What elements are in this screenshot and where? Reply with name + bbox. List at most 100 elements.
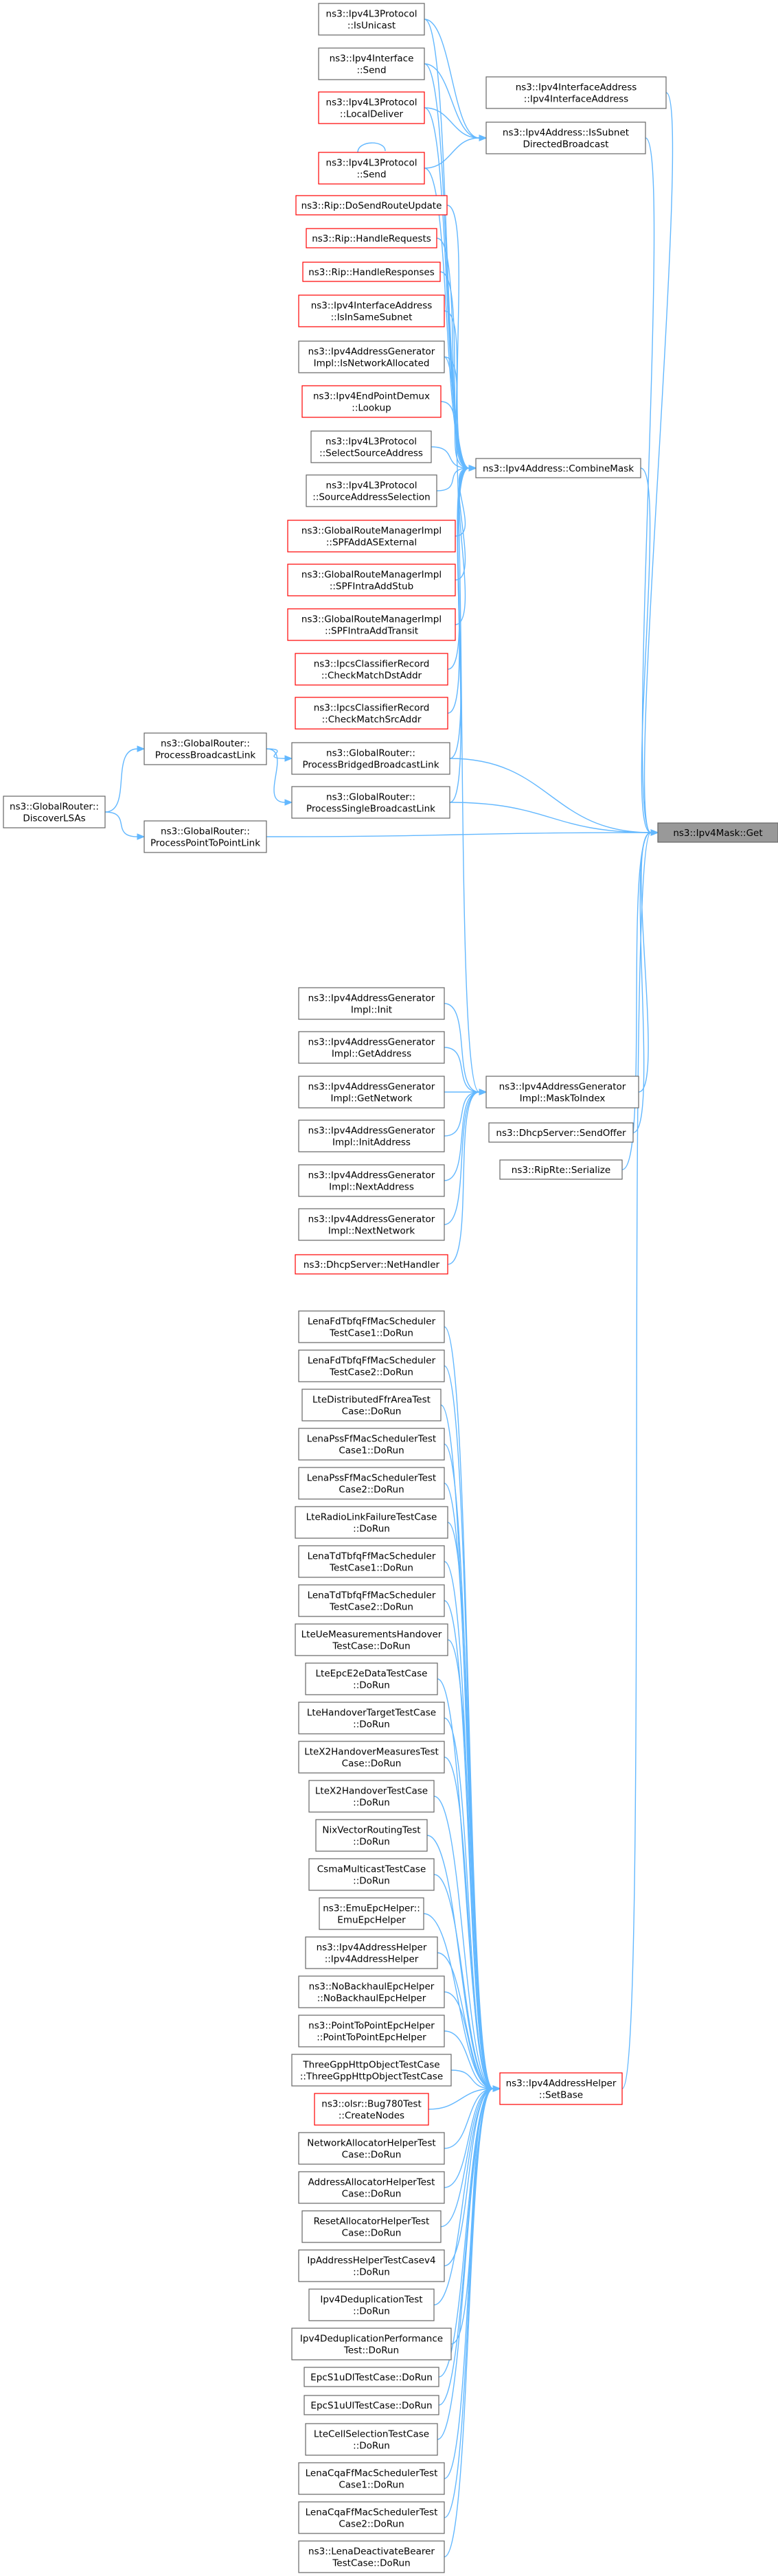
- node-ipv4l3-isunicast[interactable]: ns3::Ipv4L3Protocol::IsUnicast: [318, 3, 425, 36]
- node-lteepce2e[interactable]: LteEpcE2eDataTestCase::DoRun: [305, 1662, 438, 1695]
- node-box: [298, 2249, 445, 2282]
- node-ipv4addrgen-isnetalloc[interactable]: ns3::Ipv4AddressGeneratorImpl::IsNetwork…: [298, 340, 445, 373]
- node-ipv4addrgen-getnetwork[interactable]: ns3::Ipv4AddressGeneratorImpl::GetNetwor…: [298, 1076, 445, 1109]
- node-box: [657, 822, 778, 843]
- node-label-line: ::CheckMatchSrcAddr: [322, 715, 422, 726]
- call-edge: [444, 356, 480, 1093]
- node-label-line: ::SPFAddASExternal: [326, 537, 417, 548]
- node-box: [298, 1975, 445, 2008]
- node-ipv4addrgen-initaddress[interactable]: ns3::Ipv4AddressGeneratorImpl::InitAddre…: [298, 1119, 445, 1152]
- node-grm-spfintraaddstub[interactable]: ns3::GlobalRouteManagerImpl::SPFIntraAdd…: [287, 564, 456, 596]
- node-label-line: ns3::DhcpServer::SendOffer: [496, 1128, 626, 1139]
- node-label-line: Impl::GetAddress: [332, 1049, 411, 1060]
- node-ipv4epdemux-lookup[interactable]: ns3::Ipv4EndPointDemux::Lookup: [301, 385, 442, 418]
- node-label-line: LteDistributedFfrAreaTest: [312, 1395, 431, 1406]
- node-ipv4l3-srcaddrsel[interactable]: ns3::Ipv4L3Protocol::SourceAddressSelect…: [306, 474, 437, 507]
- node-label-line: NetworkAllocatorHelperTest: [307, 2138, 435, 2149]
- node-nixvector[interactable]: NixVectorRoutingTest::DoRun: [315, 1819, 428, 1852]
- node-ipv4l3-send[interactable]: ns3::Ipv4L3Protocol::Send: [318, 152, 425, 185]
- node-box: [298, 1584, 445, 1617]
- node-ipv4addrhelper-ctor[interactable]: ns3::Ipv4AddressHelper::Ipv4AddressHelpe…: [305, 1936, 438, 1969]
- node-dhcp-nethandler[interactable]: ns3::DhcpServer::NetHandler: [295, 1254, 448, 1275]
- node-gr-procp2p[interactable]: ns3::GlobalRouter::ProcessPointToPointLi…: [144, 820, 267, 853]
- node-box: [298, 2501, 445, 2534]
- node-box: [310, 430, 432, 463]
- node-gr-discoverlsas[interactable]: ns3::GlobalRouter::DiscoverLSAs: [3, 796, 106, 828]
- node-ipv4addr-combinemask[interactable]: ns3::Ipv4Address::CombineMask: [475, 458, 641, 478]
- node-ipv4iface-send[interactable]: ns3::Ipv4Interface::Send: [318, 47, 425, 80]
- node-ipv4l3-selectsrc[interactable]: ns3::Ipv4L3Protocol::SelectSourceAddress: [310, 430, 432, 463]
- node-label-line: LteRadioLinkFailureTestCase: [306, 1512, 437, 1523]
- node-epcs1uul[interactable]: EpcS1uUlTestCase::DoRun: [304, 2395, 439, 2415]
- node-box: [306, 474, 437, 507]
- node-label-line: ns3::GlobalRouteManagerImpl: [301, 570, 442, 581]
- node-grm-spfaddasexternal[interactable]: ns3::GlobalRouteManagerImpl::SPFAddASExt…: [287, 520, 456, 553]
- node-emuepc[interactable]: ns3::EmuEpcHelper::EmuEpcHelper: [319, 1897, 424, 1930]
- node-ipv4addrhelper-setbase[interactable]: ns3::Ipv4AddressHelper::SetBase: [499, 2072, 623, 2105]
- node-label-line: ns3::olsr::Bug780Test: [321, 2099, 421, 2110]
- node-riprte-serialize[interactable]: ns3::RipRte::Serialize: [499, 1159, 623, 1180]
- node-nobackhaul[interactable]: ns3::NoBackhaulEpcHelper::NoBackhaulEpcH…: [298, 1975, 445, 2008]
- node-gr-procsingle[interactable]: ns3::GlobalRouter::ProcessSingleBroadcas…: [291, 786, 450, 819]
- node-ipcs-checkdst[interactable]: ns3::IpcsClassifierRecord::CheckMatchDst…: [295, 653, 448, 686]
- node-label-line: ns3::Ipv4InterfaceAddress: [516, 82, 637, 93]
- node-label-line: ::IsUnicast: [347, 21, 396, 32]
- node-label-line: ns3::Ipv4AddressGenerator: [308, 347, 435, 358]
- call-edge: [436, 467, 470, 491]
- node-ipv4addrgen-masktoindex[interactable]: ns3::Ipv4AddressGeneratorImpl::MaskToInd…: [485, 1076, 639, 1109]
- node-threegpp[interactable]: ThreeGppHttpObjectTestCase::ThreeGppHttp…: [291, 2054, 452, 2087]
- node-label-line: ns3::RipRte::Serialize: [512, 1165, 610, 1176]
- node-ipv4addr-issubnetdb[interactable]: ns3::Ipv4Address::IsSubnetDirectedBroadc…: [485, 121, 646, 154]
- node-gr-procbroadcast[interactable]: ns3::GlobalRouter::ProcessBroadcastLink: [144, 732, 267, 765]
- node-grm-spfintraaddtransit[interactable]: ns3::GlobalRouteManagerImpl::SPFIntraAdd…: [287, 608, 456, 641]
- node-ipv4mask-get[interactable]: ns3::Ipv4Mask::Get: [657, 822, 778, 843]
- node-csmamulticast[interactable]: CsmaMulticastTestCase::DoRun: [308, 1858, 435, 1891]
- node-ipaddrhelper4[interactable]: IpAddressHelperTestCasev4::DoRun: [298, 2249, 445, 2282]
- arrowhead: [468, 465, 477, 472]
- node-ipv4dedup[interactable]: Ipv4DeduplicationTest::DoRun: [308, 2288, 435, 2321]
- node-ipv4ifaddr-ctor[interactable]: ns3::Ipv4InterfaceAddress::Ipv4Interface…: [485, 76, 667, 109]
- node-label-line: EpcS1uUlTestCase::DoRun: [310, 2400, 432, 2411]
- node-ipv4addrgen-nextaddress[interactable]: ns3::Ipv4AddressGeneratorImpl::NextAddre…: [298, 1164, 445, 1197]
- node-dhcp-sendoffer[interactable]: ns3::DhcpServer::SendOffer: [488, 1122, 634, 1143]
- node-rip-dosendrouteupdate[interactable]: ns3::Rip::DoSendRouteUpdate: [295, 195, 448, 216]
- node-ipv4l3-localdeliver[interactable]: ns3::Ipv4L3Protocol::LocalDeliver: [318, 91, 425, 124]
- node-olsrbug780[interactable]: ns3::olsr::Bug780Test::CreateNodes: [314, 2093, 429, 2126]
- node-ipcs-checksrc[interactable]: ns3::IpcsClassifierRecord::CheckMatchSrc…: [295, 697, 448, 730]
- node-ipv4addrgen-nextnetwork[interactable]: ns3::Ipv4AddressGeneratorImpl::NextNetwo…: [298, 1208, 445, 1241]
- node-lteradiolink[interactable]: LteRadioLinkFailureTestCase::DoRun: [295, 1506, 448, 1539]
- node-rip-handleresponses[interactable]: ns3::Rip::HandleResponses: [302, 262, 441, 282]
- node-ipv4ifaddr-isinsamesubnet[interactable]: ns3::Ipv4InterfaceAddress::IsInSameSubne…: [298, 294, 445, 327]
- node-ipv4addrgen-getaddress[interactable]: ns3::Ipv4AddressGeneratorImpl::GetAddres…: [298, 1031, 445, 1064]
- node-epcs1udl[interactable]: EpcS1uDlTestCase::DoRun: [304, 2367, 439, 2387]
- call-edge: [450, 2088, 494, 2345]
- node-label-line: ns3::GlobalRouter::: [326, 748, 415, 759]
- node-box: [298, 1119, 445, 1152]
- node-gr-procbridged[interactable]: ns3::GlobalRouter::ProcessBridgedBroadca…: [291, 742, 450, 775]
- arrowhead: [137, 833, 146, 840]
- node-ltecellsel[interactable]: LteCellSelectionTestCase::DoRun: [305, 2423, 438, 2456]
- node-p2pepc[interactable]: ns3::PointToPointEpcHelper::PointToPoint…: [298, 2015, 445, 2047]
- node-box: [298, 1545, 445, 1578]
- node-rip-handlerequests[interactable]: ns3::Rip::HandleRequests: [306, 228, 437, 248]
- node-ltehotarget[interactable]: LteHandoverTargetTestCase::DoRun: [298, 1702, 445, 1734]
- node-ltex2ho[interactable]: LteX2HandoverTestCase::DoRun: [308, 1780, 435, 1813]
- node-box: [308, 2288, 435, 2321]
